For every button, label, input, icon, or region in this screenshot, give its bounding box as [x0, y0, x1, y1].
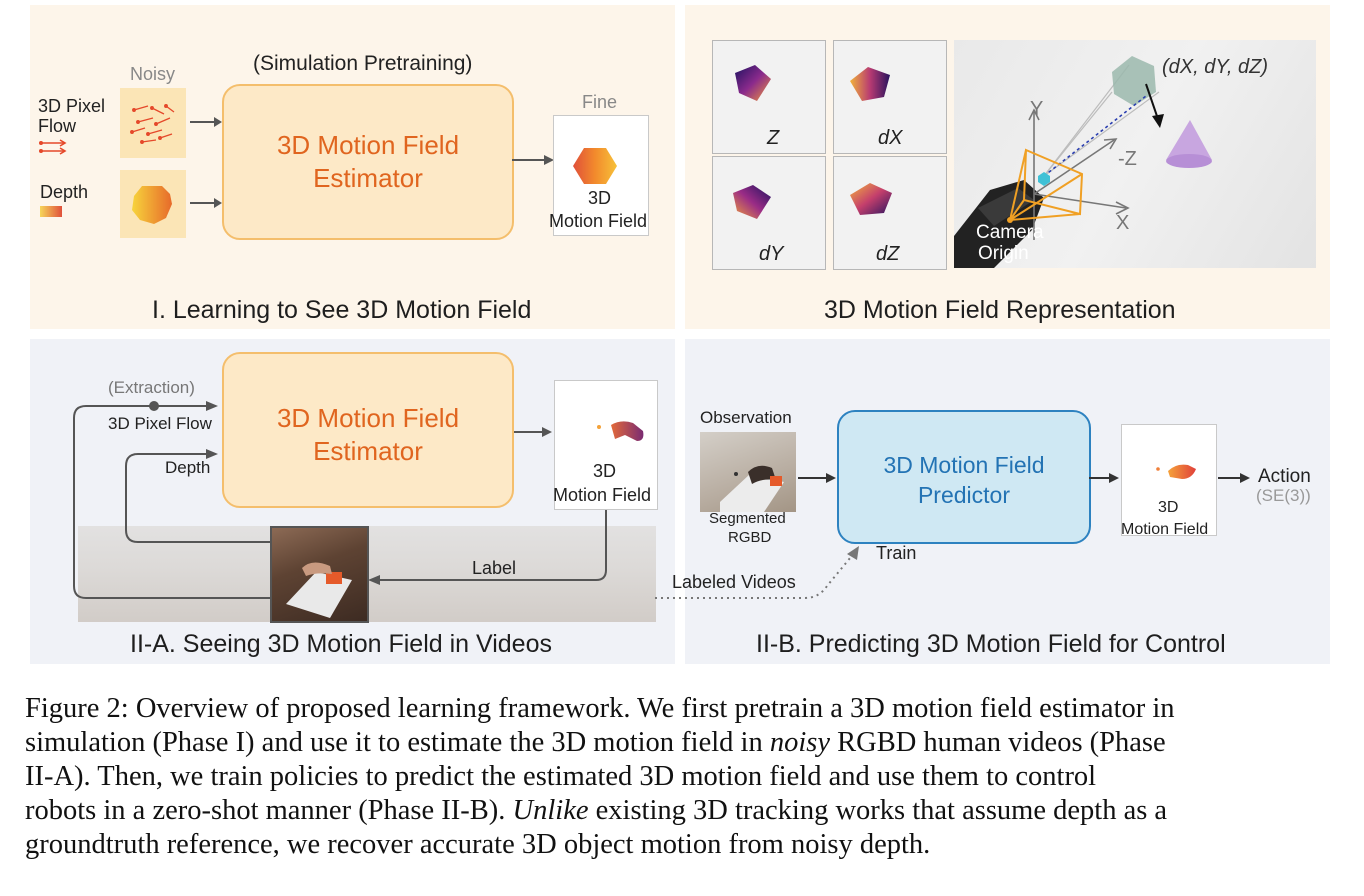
- estimator-2a-title-line2: Estimator: [313, 436, 423, 466]
- flow-input-label: 3D Pixel: [38, 96, 106, 116]
- caption-text: RGBD human videos (Phase: [830, 727, 1166, 758]
- caption-emphasis: noisy: [769, 727, 830, 758]
- caption-emphasis: Unlike: [512, 795, 589, 826]
- train-label: Train: [876, 543, 917, 563]
- extraction-label: (Extraction): [108, 378, 195, 397]
- video-frame: [464, 526, 560, 622]
- se3-label: (SE(3)): [1256, 486, 1311, 505]
- human-video-strip: [78, 526, 656, 623]
- depth-label-2a: Depth: [165, 458, 211, 477]
- flow-legend-icon: [39, 139, 67, 155]
- panel-2-title: 3D Motion Field Representation: [824, 296, 1176, 324]
- depth-blob-icon: [132, 186, 172, 224]
- tile-dy: dY: [712, 156, 826, 270]
- hand-object-icon: [286, 562, 352, 618]
- output-2b-label-1: 3D: [1158, 499, 1179, 516]
- tile-z: Z: [712, 40, 826, 154]
- output-2a-label-1: 3D: [593, 461, 617, 481]
- observation-image: [700, 432, 796, 512]
- caption-line-2: simulation (Phase I) and use it to estim…: [25, 726, 1341, 760]
- axis-x-label: X: [1116, 212, 1130, 234]
- video-frame: [560, 526, 656, 622]
- caption-line-4: robots in a zero-shot manner (Phase II-B…: [25, 794, 1341, 828]
- camera-geometry-icon: [954, 56, 1212, 268]
- pretraining-note: (Simulation Pretraining): [253, 52, 473, 75]
- noisy-flow-arrows-icon: [130, 104, 175, 144]
- dotted-train-arrow: [655, 546, 859, 599]
- axis-negz-label: -Z: [1118, 148, 1137, 170]
- caption-line-5: groundtruth reference, we recover accura…: [25, 829, 931, 860]
- motion-field-estimator-box: 3D Motion Field Estimator: [222, 84, 514, 240]
- flow-input-label-2: Flow: [38, 116, 77, 136]
- panel-1-title: I. Learning to See 3D Motion Field: [152, 296, 532, 324]
- action-label: Action: [1258, 466, 1311, 487]
- estimator-title-line1: 3D Motion Field: [276, 130, 460, 160]
- hand-field-icon: [597, 421, 644, 441]
- depth-input-label: Depth: [40, 182, 89, 202]
- extraction-loop-lines: [73, 401, 607, 599]
- delta-coordinates-label: (dX, dY, dZ): [1162, 56, 1268, 78]
- camera-origin-label-2: Origin: [978, 243, 1029, 264]
- output-2b-label-2: Motion Field: [1121, 521, 1209, 538]
- predicted-field-icon: [1156, 464, 1196, 479]
- hexagon-field-icon: [573, 148, 617, 184]
- arrow-to-predictor: [798, 473, 836, 483]
- labeled-videos-label: Labeled Videos: [672, 572, 796, 592]
- panel-4-title: II-B. Predicting 3D Motion Field for Con…: [756, 630, 1226, 658]
- fine-motion-field-thumbnail: 3D Motion Field: [549, 115, 649, 236]
- motion-field-thumbnail-2b: 3D Motion Field: [1121, 424, 1217, 538]
- caption-line-3: II-A). Then, we train policies to predic…: [25, 761, 1097, 792]
- camera-scene-illustration: (dX, dY, dZ) Y -Z X Camera Origin: [954, 40, 1316, 268]
- arrow-to-fine-output: [512, 155, 554, 165]
- noisy-depth-thumbnail: [120, 170, 186, 238]
- motion-field-predictor-box: 3D Motion Field Predictor: [837, 410, 1091, 544]
- estimator-2a-title-line1: 3D Motion Field: [276, 403, 460, 433]
- highlighted-video-frame: [270, 526, 369, 623]
- panel-3-title: II-A. Seeing 3D Motion Field in Videos: [130, 630, 552, 658]
- observation-label: Observation: [700, 408, 792, 427]
- predictor-title-line1: 3D Motion Field: [883, 452, 1045, 478]
- tile-dy-label: dY: [759, 243, 784, 265]
- video-frame: [368, 526, 464, 622]
- axis-y-label: Y: [1030, 98, 1044, 120]
- dx-field-icon: [850, 67, 890, 101]
- fine-output-label-1: 3D: [588, 188, 612, 208]
- arrow-to-action: [1218, 473, 1250, 483]
- output-2a-label-2: Motion Field: [553, 485, 652, 505]
- arrows-into-estimator: [190, 117, 222, 208]
- tile-dx-label: dX: [878, 127, 903, 149]
- fine-label: Fine: [582, 92, 618, 112]
- fine-output-label-2: Motion Field: [549, 211, 648, 231]
- dy-field-icon: [733, 185, 771, 219]
- dz-field-icon: [850, 183, 892, 215]
- caption-text: simulation (Phase I) and use it to estim…: [25, 727, 770, 758]
- caption-text: existing 3D tracking works that assume d…: [588, 795, 1168, 826]
- segmented-hand-icon: [720, 465, 784, 512]
- segmented-label-1: Segmented: [709, 510, 786, 527]
- noisy-flow-thumbnail: [120, 88, 186, 158]
- caption-text: robots in a zero-shot manner (Phase II-B…: [25, 795, 513, 826]
- arrow-to-output-2b: [1089, 473, 1119, 483]
- motion-field-thumbnail-2a: 3D Motion Field: [553, 380, 658, 510]
- z-field-icon: [735, 65, 771, 101]
- tile-z-label: Z: [767, 127, 780, 149]
- tile-dz-label: dZ: [876, 243, 900, 265]
- motion-field-estimator-box-2a: 3D Motion Field Estimator: [222, 352, 514, 508]
- predictor-title-line2: Predictor: [917, 482, 1011, 508]
- tile-dx: dX: [833, 40, 947, 154]
- depth-legend-icon: [40, 206, 62, 217]
- noisy-label: Noisy: [130, 64, 176, 84]
- figure-caption: Figure 2: Overview of proposed learning …: [25, 692, 1341, 862]
- estimator-title-line2: Estimator: [313, 163, 423, 193]
- pixel-flow-label: 3D Pixel Flow: [108, 414, 212, 433]
- camera-origin-label-1: Camera: [976, 222, 1044, 243]
- tile-dz: dZ: [833, 156, 947, 270]
- label-arrow-text: Label: [472, 558, 517, 578]
- segmented-label-2: RGBD: [728, 529, 772, 546]
- caption-line-1: Figure 2: Overview of proposed learning …: [25, 693, 1175, 724]
